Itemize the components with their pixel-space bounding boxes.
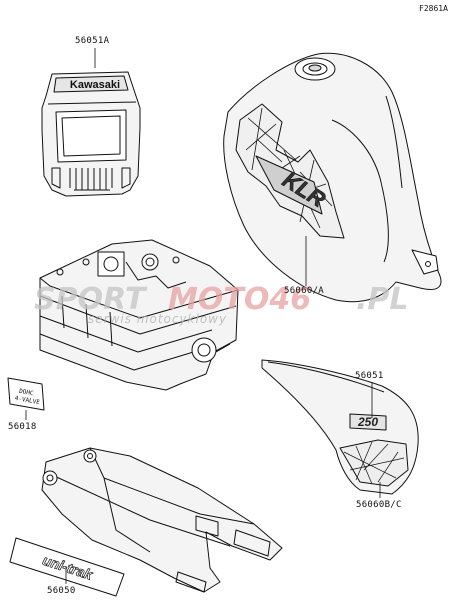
watermark-tagline: serwis motocyklowy [88,312,228,326]
side-cover-drawing [261,359,419,495]
part-number-side-cover: 56060B/C [356,500,402,510]
face-plate-drawing [41,71,141,197]
part-number-swingarm: 56050 [47,586,76,596]
side-cover-emblem-text: 250 [357,415,378,429]
cylinder-head-drawing [39,239,239,391]
part-number-side-cover-emblem: 56051 [355,371,384,381]
part-number-cylinder-head: 56018 [8,422,37,432]
watermark-brand-left: SPORT [34,282,146,317]
part-number-face-plate: 56051A [75,36,110,46]
dohc-decal-outline [7,377,45,411]
watermark-domain: .PL [356,282,409,317]
swingarm-drawing [41,447,283,593]
watermark-brand-right: MOTO46 [168,282,312,317]
dohc-decal-line1: DOHC [19,388,35,397]
fuel-tank-drawing [223,52,442,303]
face-plate-decal-text: Kawasaki [70,79,120,91]
part-number-fuel-tank: 56060/A [284,286,325,296]
dohc-decal-line2: 4-VALVE [14,395,40,406]
figure-code: F2861A [419,4,448,13]
uni-trak-decal-outline [9,537,125,597]
